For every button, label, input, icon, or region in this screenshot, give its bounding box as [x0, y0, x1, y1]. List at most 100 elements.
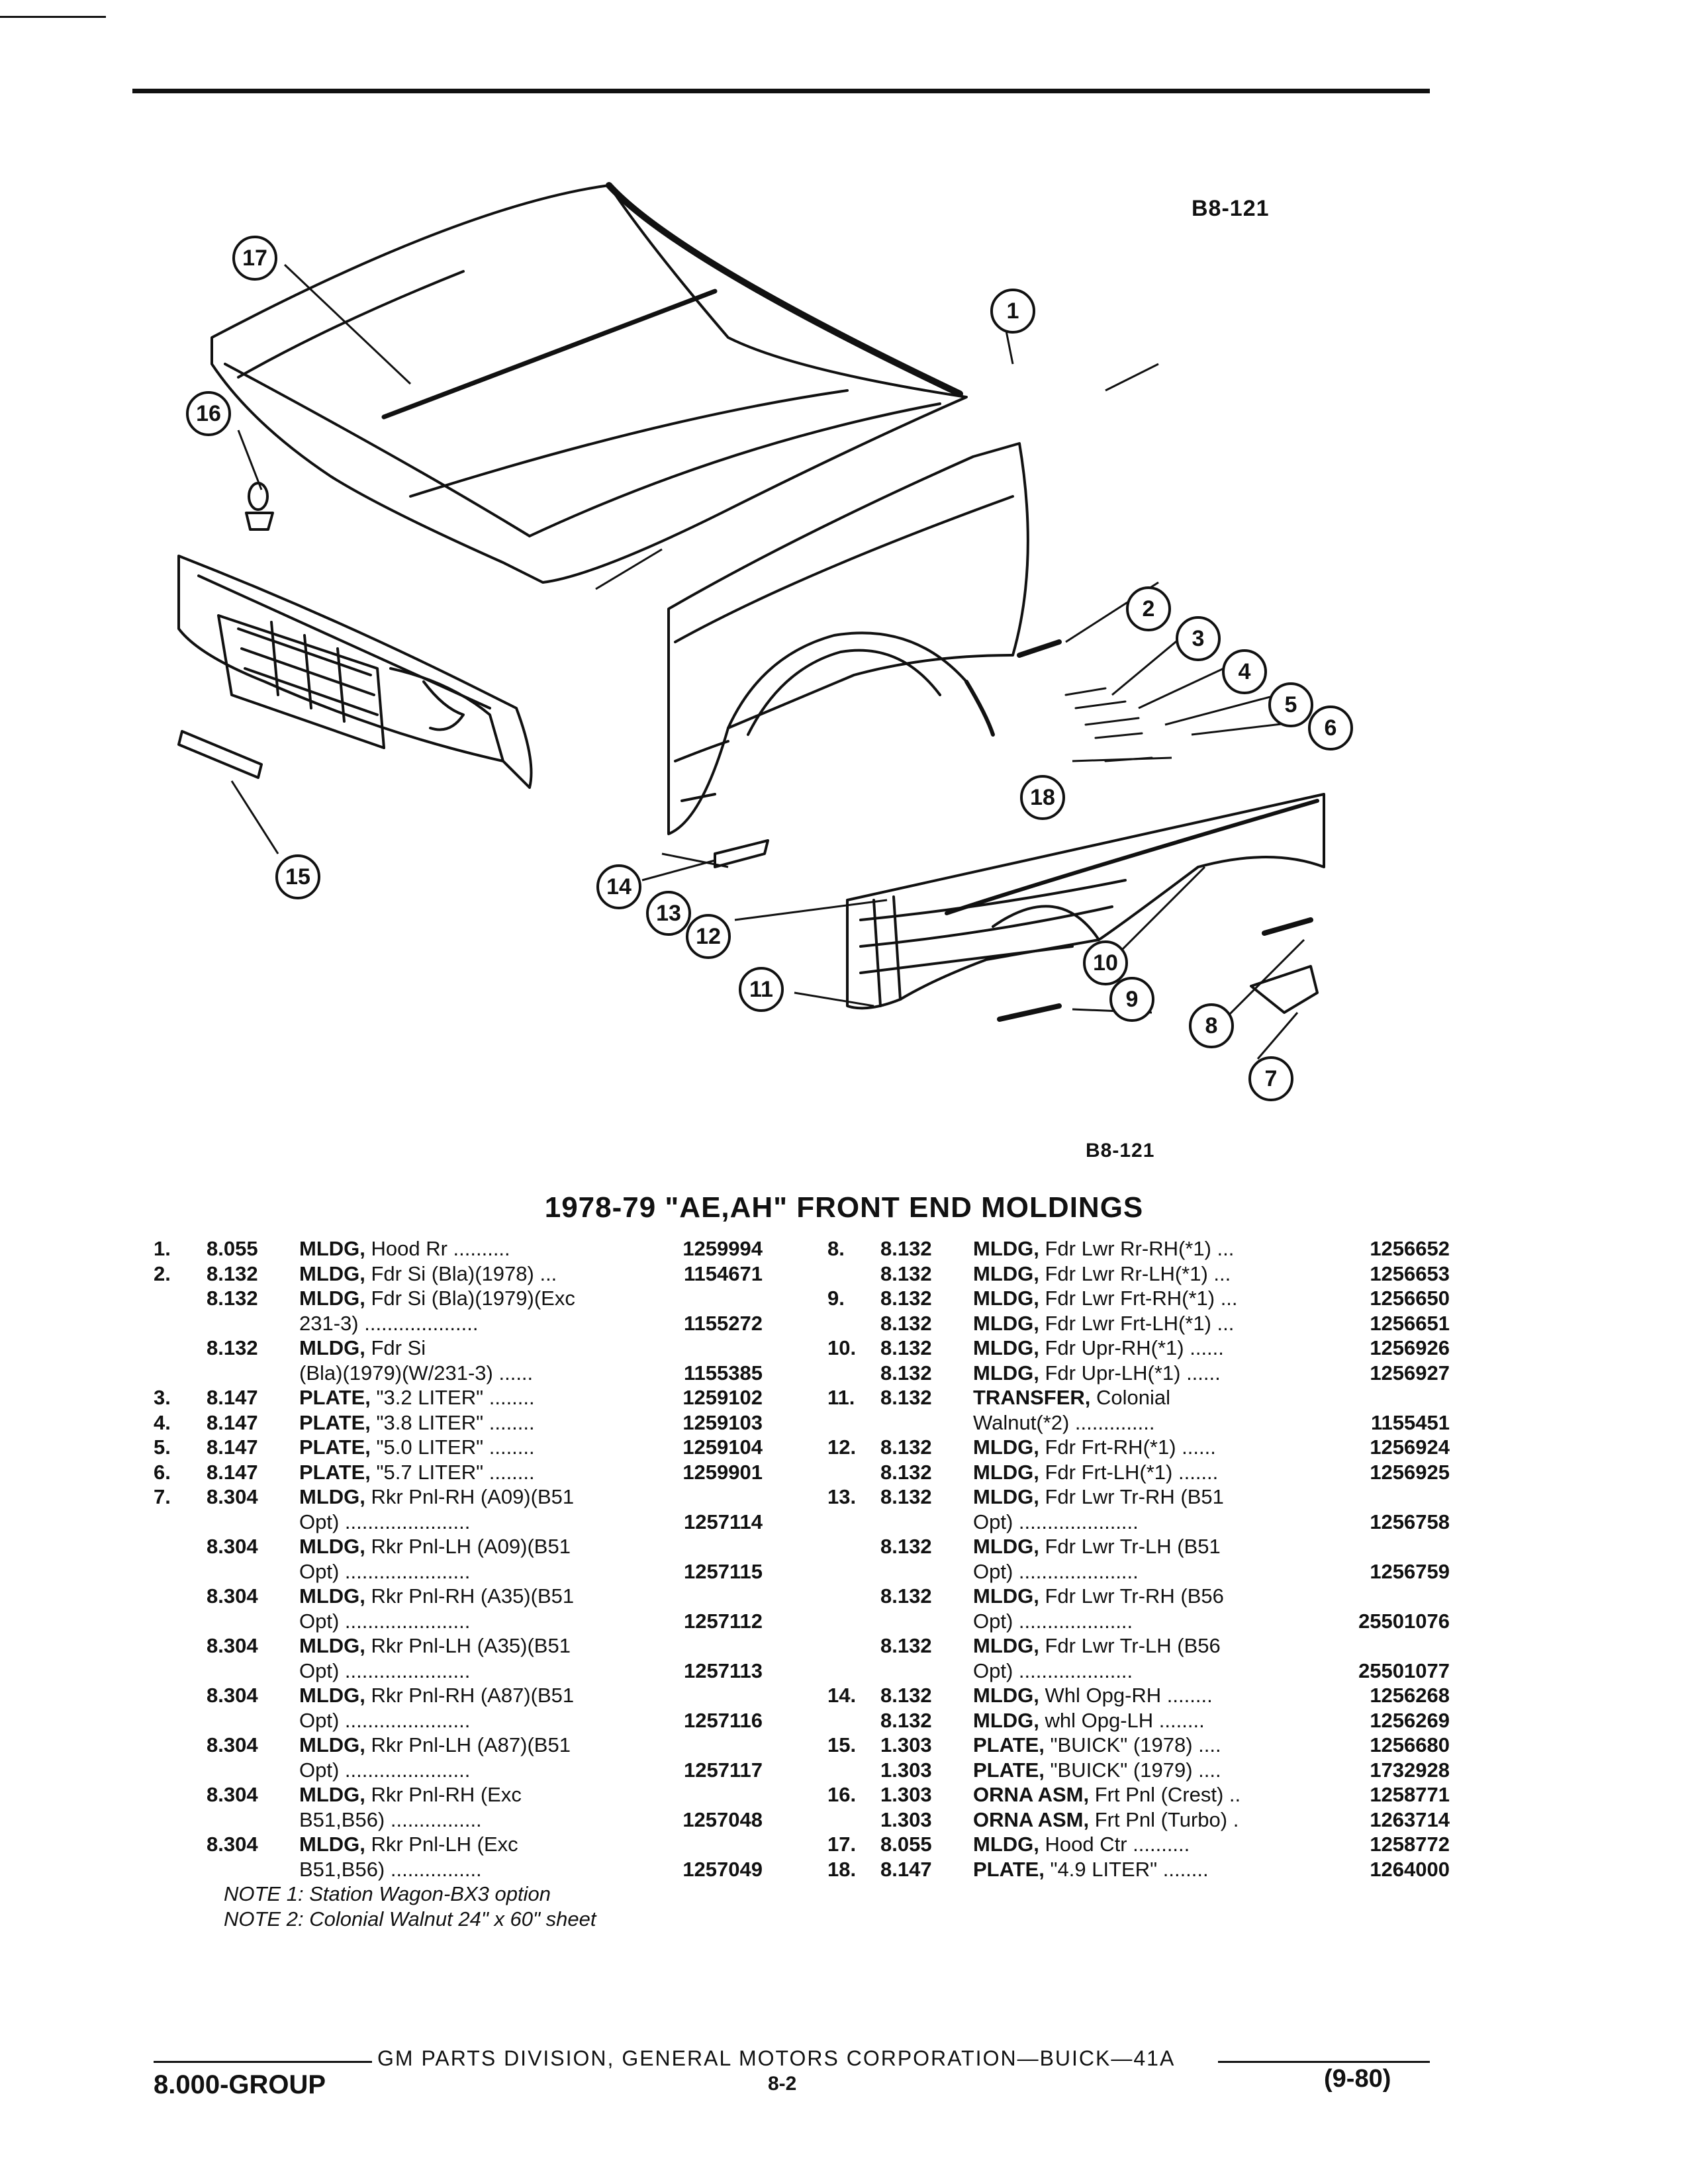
- part-detail: Frt Pnl (Crest) ..: [1089, 1783, 1241, 1806]
- footer-page-number: 8-2: [768, 2073, 797, 2095]
- part-group-number: 8.132: [880, 1336, 932, 1359]
- part-group-number: 8.132: [880, 1460, 932, 1484]
- part-ref-number: 6.: [154, 1460, 171, 1484]
- footer-rule-right: [1218, 2061, 1430, 2063]
- part-name: MLDG,: [973, 1485, 1039, 1508]
- part-description: PLATE, "5.0 LITER" ........: [299, 1435, 651, 1460]
- part-detail: Whl Opg-RH ........: [1039, 1684, 1213, 1707]
- part-row: Opt) ......................1257117: [154, 1758, 763, 1783]
- part-number: 1256927: [1370, 1361, 1450, 1385]
- part-row: Opt) ....................25501077: [827, 1659, 1450, 1684]
- part-group-number: 8.147: [207, 1410, 258, 1434]
- footer-rule-left: [154, 2061, 372, 2063]
- part-name: PLATE,: [973, 1733, 1045, 1756]
- part-group-number: 8.132: [880, 1435, 932, 1459]
- part-detail: Opt) ......................: [299, 1510, 471, 1533]
- part-detail: Opt) ......................: [299, 1659, 471, 1682]
- part-ref-number: 7.: [154, 1485, 171, 1508]
- part-group-number: 8.132: [880, 1261, 932, 1285]
- fender-illustration: [667, 442, 1029, 835]
- part-ref-number: 8.: [827, 1237, 845, 1260]
- part-row: Opt) ....................25501076: [827, 1609, 1450, 1634]
- part-detail: Fdr Lwr Tr-RH (B56: [1039, 1584, 1224, 1608]
- crest-ornament-illustration: [245, 482, 274, 531]
- part-number: 1264000: [1370, 1857, 1450, 1881]
- part-name: TRANSFER,: [973, 1386, 1091, 1409]
- callout-11: 11: [749, 977, 773, 1002]
- part-name: MLDG,: [973, 1361, 1039, 1385]
- part-name: MLDG,: [973, 1435, 1039, 1459]
- part-group-number: 1.303: [880, 1733, 932, 1756]
- part-row: Opt) ......................1257114: [154, 1510, 763, 1535]
- part-description: PLATE, "3.2 LITER" ........: [299, 1385, 651, 1410]
- callout-13: 13: [656, 901, 681, 926]
- part-group-number: 1.303: [880, 1758, 932, 1782]
- part-row: Opt) .....................1256759: [827, 1559, 1450, 1584]
- callout-5: 5: [1285, 692, 1297, 717]
- part-number: 1256653: [1370, 1261, 1450, 1285]
- part-description: MLDG, Rkr Pnl-RH (A09)(B51: [299, 1484, 651, 1510]
- part-detail: (Bla)(1979)(W/231-3) ......: [299, 1361, 534, 1385]
- part-number: 1256268: [1370, 1684, 1450, 1707]
- part-description: MLDG, Fdr Lwr Tr-LH (B56: [973, 1633, 1338, 1659]
- part-name: MLDG,: [299, 1733, 365, 1756]
- callout-8: 8: [1205, 1013, 1218, 1038]
- part-description: PLATE, "4.9 LITER" ........: [973, 1857, 1338, 1882]
- part-description: PLATE, "BUICK" (1978) ....: [973, 1733, 1338, 1758]
- part-ref-number: 10.: [827, 1336, 857, 1359]
- part-ref-number: 11.: [827, 1386, 855, 1409]
- part-ref-number: 12.: [827, 1435, 857, 1459]
- part-description: MLDG, Rkr Pnl-LH (A87)(B51: [299, 1733, 651, 1758]
- part-number: 1263714: [1370, 1807, 1450, 1831]
- part-description: MLDG, whl Opg-LH ........: [973, 1708, 1338, 1733]
- part-detail: Fdr Si (Bla)(1978) ...: [365, 1261, 557, 1285]
- part-detail: Fdr Lwr Rr-LH(*1) ...: [1039, 1261, 1231, 1285]
- part-description: 231-3) ....................: [299, 1311, 651, 1336]
- part-detail: Opt) .....................: [973, 1510, 1139, 1533]
- part-description: TRANSFER, Colonial: [973, 1385, 1338, 1410]
- part-number: 1256269: [1370, 1708, 1450, 1732]
- footer-publisher: GM PARTS DIVISION, GENERAL MOTORS CORPOR…: [377, 2046, 1176, 2070]
- part-detail: "3.2 LITER" ........: [370, 1386, 535, 1409]
- part-number: 1155272: [684, 1311, 763, 1335]
- part-detail: B51,B56) ................: [299, 1807, 482, 1831]
- part-description: MLDG, Hood Rr ..........: [299, 1236, 651, 1261]
- part-description: Opt) ....................: [973, 1659, 1338, 1684]
- part-detail: Opt) ......................: [299, 1708, 471, 1732]
- part-description: ORNA ASM, Frt Pnl (Turbo) .: [973, 1807, 1338, 1833]
- part-group-number: 8.304: [207, 1485, 258, 1508]
- part-number: 1256651: [1370, 1311, 1450, 1335]
- part-detail: Opt) .....................: [973, 1559, 1139, 1583]
- part-description: MLDG, Fdr Lwr Frt-RH(*1) ...: [973, 1286, 1338, 1311]
- part-name: MLDG,: [299, 1783, 365, 1806]
- callout-14: 14: [606, 874, 632, 899]
- part-ref-number: 5.: [154, 1435, 171, 1459]
- part-number: 1155451: [1371, 1410, 1450, 1434]
- part-number: 1257116: [684, 1708, 763, 1732]
- note-2: NOTE 2: Colonial Walnut 24" x 60" sheet: [224, 1907, 596, 1931]
- part-name: MLDG,: [299, 1485, 365, 1508]
- part-number: 1257048: [682, 1807, 763, 1831]
- part-number: 1259104: [682, 1435, 763, 1459]
- part-row: (Bla)(1979)(W/231-3) ......1155385: [154, 1361, 763, 1386]
- liter-plates-illustration: [1064, 687, 1153, 762]
- header-rule: [132, 89, 1430, 93]
- callout-4: 4: [1239, 659, 1251, 684]
- part-name: MLDG,: [973, 1535, 1039, 1558]
- part-description: MLDG, Rkr Pnl-LH (A09)(B51: [299, 1534, 651, 1559]
- part-row: 231-3) .................... 1155272: [154, 1311, 763, 1336]
- part-number: 1256650: [1370, 1287, 1450, 1310]
- part-name: PLATE,: [299, 1460, 371, 1484]
- part-row: 7. 8.304 MLDG, Rkr Pnl-RH (A09)(B51: [154, 1484, 763, 1510]
- lower-fender-panel-illustration: [846, 793, 1325, 1010]
- part-detail: "BUICK" (1978) ....: [1044, 1733, 1221, 1756]
